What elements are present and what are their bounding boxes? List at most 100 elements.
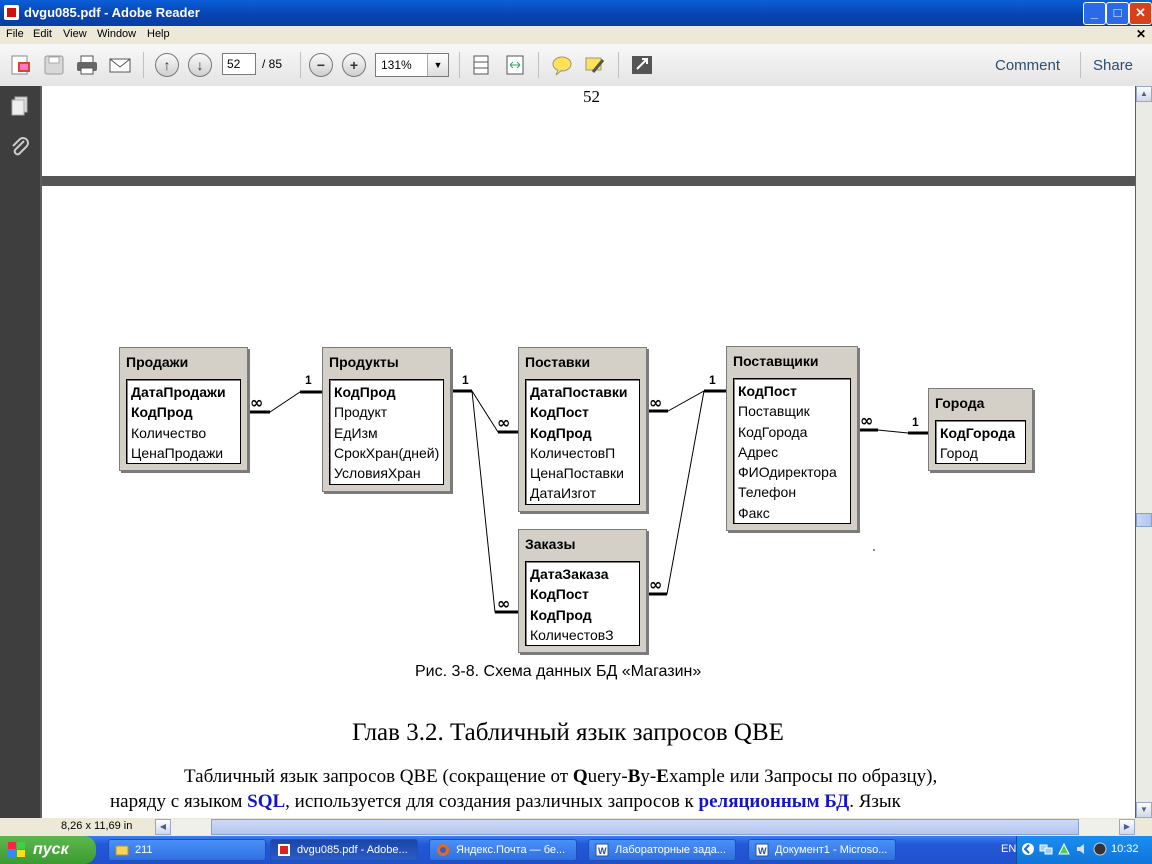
page-thumbnails-icon[interactable] (9, 94, 31, 116)
zoom-value: 131% (381, 58, 412, 72)
table-produkty[interactable]: Продукты КодПрод Продукт ЕдИзм СрокХран(… (322, 347, 451, 492)
link-sql[interactable]: SQL (247, 791, 286, 812)
horizontal-scrollbar[interactable]: ◀ ▶ (155, 819, 1135, 835)
taskbar-item-firefox[interactable]: Яндекс.Почта — бе... (429, 839, 577, 861)
toolbar-separator (459, 52, 460, 78)
share-button[interactable]: Share (1093, 57, 1134, 74)
language-indicator[interactable]: EN (1001, 843, 1017, 855)
page-number-input[interactable]: 52 (222, 53, 256, 75)
menu-edit[interactable]: Edit (33, 28, 52, 40)
tray-arrow-icon[interactable] (1021, 842, 1035, 856)
table-field: КодПрод (530, 607, 592, 623)
table-postavshchiki[interactable]: Поставщики КодПост Поставщик КодГорода А… (726, 346, 858, 531)
taskbar-item-folder[interactable]: 211 (108, 839, 266, 861)
comment-button[interactable]: Comment (995, 57, 1061, 74)
document-close-icon[interactable]: ✕ (1135, 27, 1146, 41)
toolbar-separator (300, 52, 301, 78)
link-relational-db[interactable]: реляционным БД (698, 791, 850, 812)
status-bar: 8,26 x 11,69 in ◀ ▶ (0, 818, 1152, 836)
maximize-button[interactable]: □ (1106, 2, 1129, 25)
fit-width-icon[interactable] (503, 54, 527, 76)
cardinality-one-label: 1 (305, 373, 312, 387)
fit-page-icon[interactable] (469, 54, 493, 76)
table-field: КодПрод (131, 404, 193, 420)
table-fields: КодПрод Продукт ЕдИзм СрокХран(дней) Усл… (329, 379, 444, 485)
close-button[interactable]: ✕ (1129, 2, 1152, 25)
cardinality-many-label: ∞ (649, 575, 662, 594)
table-field: КодГорода (940, 425, 1016, 441)
safely-remove-icon[interactable] (1057, 842, 1071, 856)
table-field: ЦенаПоставки (530, 465, 624, 481)
svg-text:W: W (598, 846, 607, 856)
start-button[interactable]: пуск (0, 836, 96, 864)
zoom-out-button[interactable]: − (309, 53, 333, 77)
previous-page-button[interactable]: ↑ (155, 53, 179, 77)
menu-bar: File Edit View Window Help ✕ (0, 26, 1152, 44)
start-label: пуск (33, 841, 69, 858)
expand-icon[interactable] (630, 54, 654, 76)
clock: 10:32 (1111, 843, 1139, 855)
minimize-button[interactable]: _ (1083, 2, 1106, 25)
scroll-thumb[interactable] (1136, 513, 1152, 527)
menu-window[interactable]: Window (97, 28, 137, 40)
system-tray: EN 10:32 (1001, 836, 1152, 864)
menu-help[interactable]: Help (147, 28, 170, 40)
cardinality-one-label: 1 (462, 373, 469, 387)
word-document-icon: W (755, 843, 769, 857)
table-field: Количество (131, 425, 207, 441)
highlight-text-icon[interactable] (583, 54, 607, 76)
taskbar-item-adobe[interactable]: dvgu085.pdf - Adobe... (270, 839, 418, 861)
table-goroda[interactable]: Города КодГорода Город (928, 388, 1033, 471)
menu-view[interactable]: View (63, 28, 87, 40)
zoom-in-button[interactable]: + (342, 53, 366, 77)
chevron-down-icon[interactable]: ▼ (427, 54, 448, 76)
antivirus-icon[interactable] (1093, 842, 1107, 856)
table-field: КодГорода (738, 424, 808, 440)
page-break (42, 176, 1135, 186)
table-zakazy[interactable]: Заказы ДатаЗаказа КодПост КодПрод Количе… (518, 529, 647, 653)
table-field: СрокХран(дней) (334, 445, 440, 461)
table-title: Города (935, 395, 985, 411)
table-field: КоличестовЗ (530, 627, 614, 643)
paragraph-line: наряду с языком SQL, используется для со… (110, 791, 901, 812)
cardinality-many-label: ∞ (497, 594, 510, 613)
sticky-note-icon[interactable] (550, 54, 574, 76)
volume-icon[interactable] (1075, 842, 1089, 856)
table-field: КодПрод (334, 384, 396, 400)
table-prodazhi[interactable]: Продажи ДатаПродажи КодПрод Количество Ц… (119, 347, 248, 471)
table-field: КодПрод (530, 425, 592, 441)
document-view[interactable]: 52 (40, 86, 1136, 818)
menu-file[interactable]: File (6, 28, 24, 40)
svg-text:W: W (758, 846, 767, 856)
navigation-pane (0, 86, 40, 818)
cardinality-one-label: 1 (912, 415, 919, 429)
create-pdf-icon[interactable] (9, 54, 33, 76)
table-postavki[interactable]: Поставки ДатаПоставки КодПост КодПрод Ко… (518, 347, 647, 512)
toolbar-separator (143, 52, 144, 78)
pdf-page: 52 (42, 86, 1135, 818)
scroll-down-button[interactable]: ▼ (1136, 802, 1152, 818)
firefox-icon (437, 844, 449, 856)
next-page-button[interactable]: ↓ (188, 53, 212, 77)
print-icon[interactable] (75, 54, 99, 76)
zoom-select[interactable]: 131% ▼ (375, 53, 449, 77)
table-field: ДатаПоставки (530, 384, 628, 400)
vertical-scrollbar[interactable]: ▲ ▼ (1136, 86, 1152, 818)
network-icon[interactable] (1039, 842, 1053, 856)
table-title: Продукты (329, 354, 399, 370)
attachments-icon[interactable] (9, 136, 31, 160)
page-size-label: 8,26 x 11,69 in (61, 820, 133, 832)
table-title: Продажи (126, 354, 189, 370)
scroll-right-button[interactable]: ▶ (1119, 819, 1135, 835)
scroll-up-button[interactable]: ▲ (1136, 86, 1152, 102)
email-icon[interactable] (108, 54, 132, 76)
cardinality-one-label: 1 (709, 373, 716, 387)
scroll-left-button[interactable]: ◀ (155, 819, 171, 835)
table-field: Город (940, 445, 978, 461)
title-bar: dvgu085.pdf - Adobe Reader _ □ ✕ (0, 0, 1152, 26)
table-field: ЕдИзм (334, 425, 378, 441)
scroll-thumb[interactable] (211, 819, 1079, 835)
save-icon[interactable] (42, 54, 66, 76)
